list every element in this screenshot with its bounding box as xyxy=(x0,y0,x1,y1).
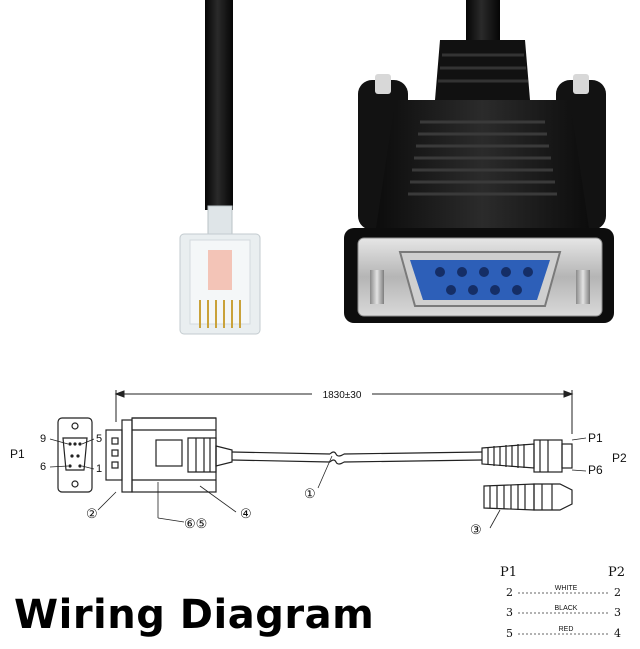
cable-line xyxy=(231,451,483,465)
callout-1: ① xyxy=(304,486,316,501)
pinout-header-p2: P2 xyxy=(608,565,625,580)
p2-right-label: P2 xyxy=(612,451,627,465)
pin1-label: 1 xyxy=(96,463,102,475)
db9-side-view xyxy=(105,417,233,493)
pinout-table: P1 P2 2 WHITE 2 3 BLACK 3 5 RED 4 xyxy=(500,565,625,640)
rj-plug xyxy=(179,205,261,335)
product-photo xyxy=(179,0,614,335)
pinout-row-1-color: WHITE xyxy=(555,585,578,592)
pin5-label: 5 xyxy=(96,433,102,445)
pinout-row-2-left: 3 xyxy=(506,606,513,619)
pinout-row-1-right: 2 xyxy=(614,586,621,599)
rj-cable xyxy=(205,0,233,210)
pinout-row-3-right: 4 xyxy=(614,627,621,640)
pinout-row-1-left: 2 xyxy=(506,586,513,599)
p1-left-label: P1 xyxy=(10,447,25,461)
p1-right-label: P1 xyxy=(588,431,603,445)
callout-3: ③ xyxy=(470,522,482,537)
callout-65: ⑥⑤ xyxy=(184,516,207,531)
pinout-row-3-color: RED xyxy=(559,626,574,633)
pin6-label: 6 xyxy=(40,461,46,473)
pinout-row-3-left: 5 xyxy=(506,627,513,640)
pin9-label: 9 xyxy=(40,433,46,445)
callout-2: ② xyxy=(86,506,98,521)
rj-plug-top-view xyxy=(481,439,573,473)
pinout-header-p1: P1 xyxy=(500,565,517,580)
pinout-row-2-right: 3 xyxy=(614,606,621,619)
dimension-label: 1830±30 xyxy=(323,390,362,401)
rj-plug-side-view xyxy=(483,483,573,511)
db9-metal-face xyxy=(357,237,603,317)
wiring-diagram-title: Wiring Diagram xyxy=(14,592,375,638)
db9-cable xyxy=(435,0,530,100)
pinout-row-2-color: BLACK xyxy=(555,605,578,612)
cable-technical-drawing: 1830±30 P1 9 5 6 1 xyxy=(10,386,627,537)
db9-face-outline xyxy=(57,417,93,493)
p6-right-label: P6 xyxy=(588,463,603,477)
callout-4: ④ xyxy=(240,506,252,521)
